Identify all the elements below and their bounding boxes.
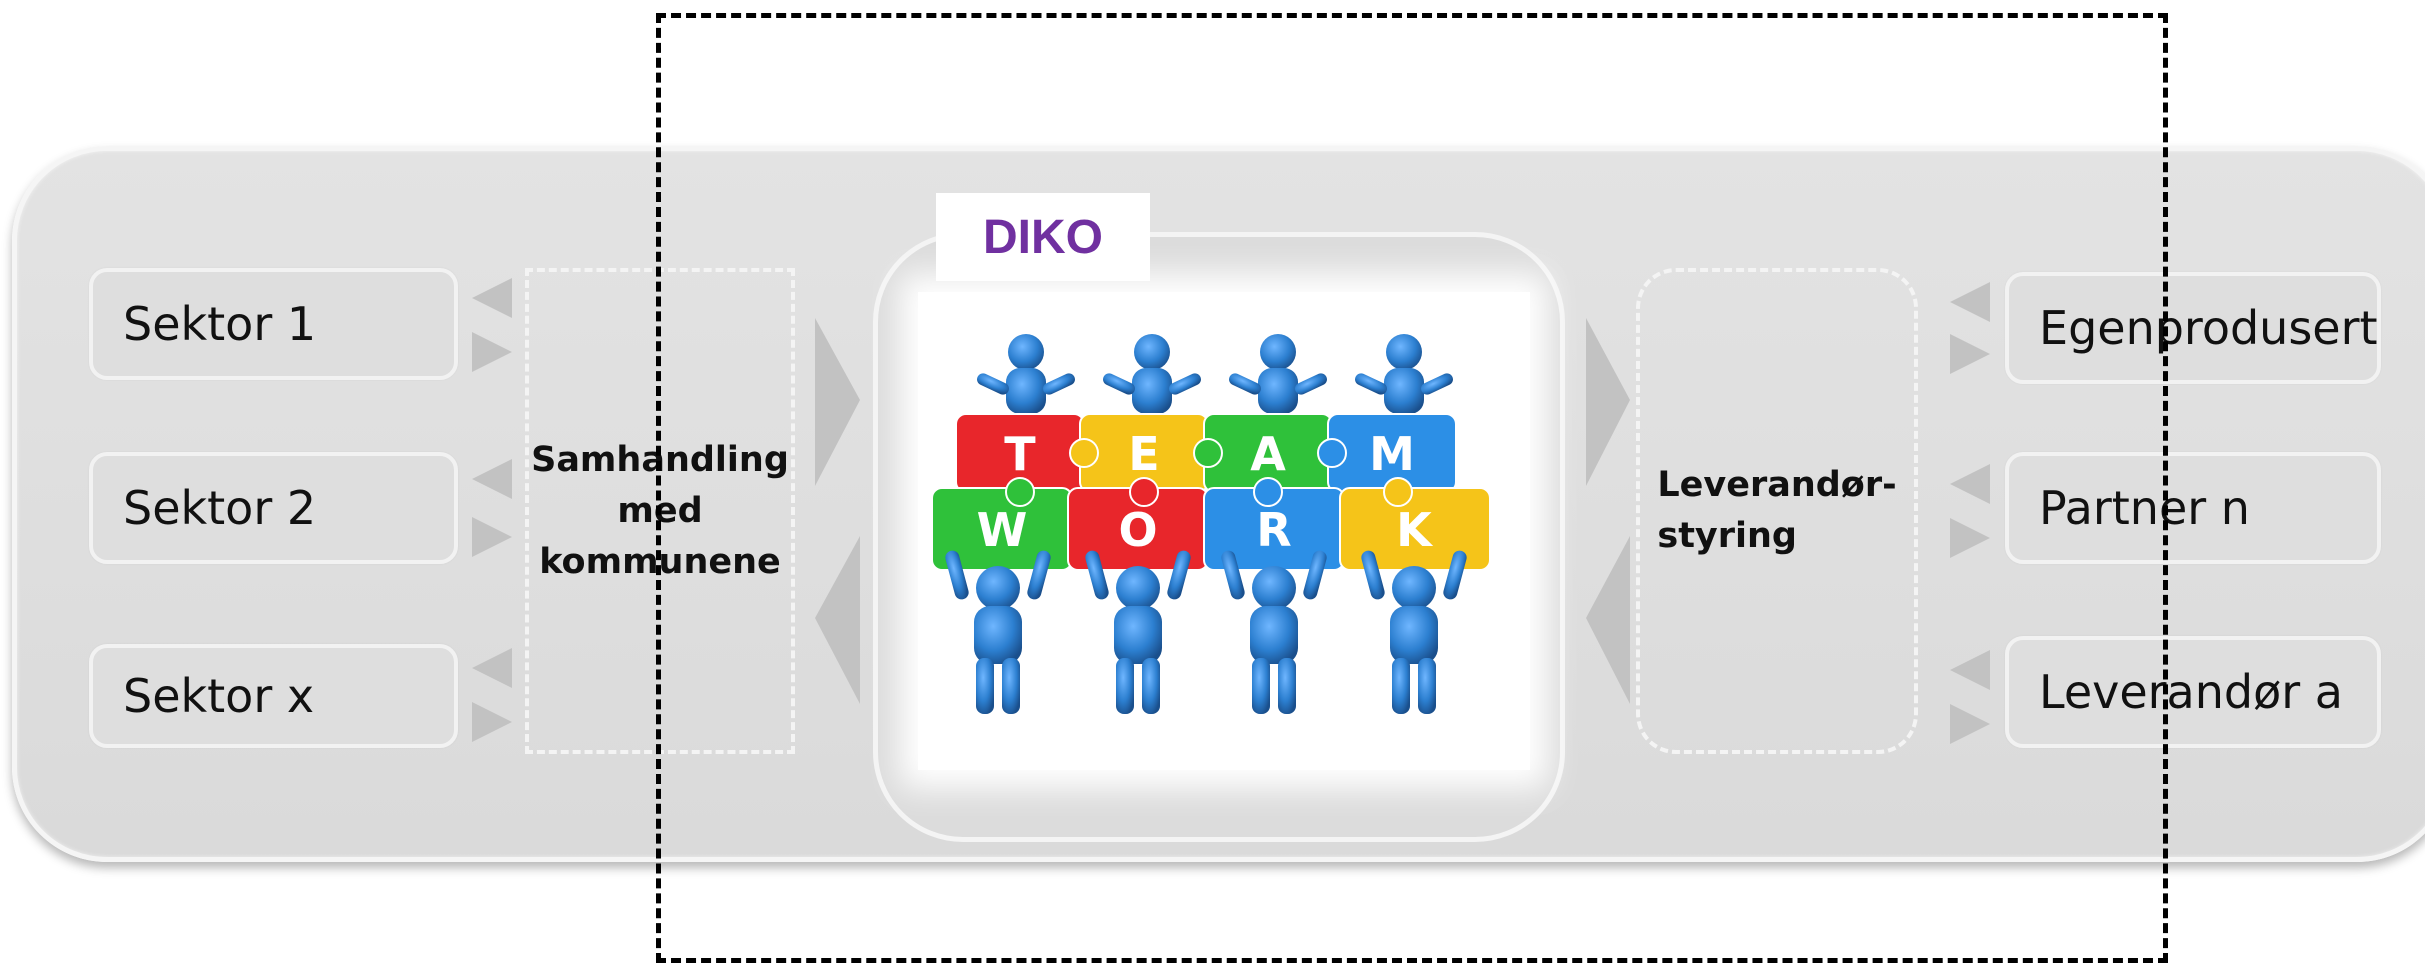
- leverandorstyring-group: Leverandør- styring: [1636, 268, 1918, 754]
- arrow-left-icon: [472, 648, 512, 688]
- arrow-right-icon: [472, 332, 512, 372]
- bottom-figures: [945, 550, 1467, 714]
- sector-box-x: Sektor x: [89, 644, 458, 748]
- arrow-left-icon: [1950, 650, 1990, 690]
- teamwork-illustration: T E A M W O R K: [931, 334, 1491, 714]
- big-arrow-right-icon: [1586, 318, 1630, 486]
- arrow-left-icon: [472, 459, 512, 499]
- label-line: styring: [1657, 516, 1797, 556]
- letter-r: R: [1256, 503, 1291, 557]
- arrow-left-icon: [1950, 282, 1990, 322]
- letter-e: E: [1128, 427, 1159, 481]
- label-line: Leverandør-: [1657, 465, 1897, 505]
- top-figures: [977, 334, 1453, 414]
- arrow-right-icon: [472, 702, 512, 742]
- arrow-right-icon: [1950, 518, 1990, 558]
- arrow-left-icon: [1950, 464, 1990, 504]
- letter-m: M: [1369, 427, 1415, 481]
- big-arrow-right-icon: [815, 318, 860, 486]
- sector-label: Sektor 2: [123, 481, 317, 535]
- partner-label: Egenprodusert: [2039, 301, 2378, 355]
- big-arrow-left-icon: [1586, 536, 1630, 704]
- sector-label: Sektor x: [123, 669, 315, 723]
- partner-box-leverandor-a: Leverandør a: [2005, 636, 2381, 748]
- arrow-right-icon: [1950, 334, 1990, 374]
- puzzle-pieces: [931, 413, 1491, 571]
- letter-k: K: [1396, 503, 1434, 557]
- teamwork-image: T E A M W O R K: [918, 292, 1530, 770]
- partner-label: Partner n: [2039, 481, 2250, 535]
- puzzle-letters: T E A M W O R K: [977, 427, 1435, 557]
- letter-o: O: [1118, 503, 1157, 557]
- sector-box-1: Sektor 1: [89, 268, 458, 380]
- letter-w: W: [977, 503, 1028, 557]
- letter-a: A: [1250, 427, 1286, 481]
- letter-t: T: [1004, 427, 1036, 481]
- partner-box-partner-n: Partner n: [2005, 452, 2381, 564]
- arrow-right-icon: [1950, 704, 1990, 744]
- diko-title: DIKO: [936, 193, 1150, 281]
- partner-box-egenprodusert: Egenprodusert: [2005, 272, 2381, 384]
- sector-box-2: Sektor 2: [89, 452, 458, 564]
- arrow-right-icon: [472, 517, 512, 557]
- big-arrow-left-icon: [815, 536, 860, 704]
- leverandorstyring-label: Leverandør- styring: [1657, 460, 1896, 562]
- arrow-left-icon: [472, 278, 512, 318]
- partner-label: Leverandør a: [2039, 665, 2343, 719]
- sector-label: Sektor 1: [123, 297, 317, 351]
